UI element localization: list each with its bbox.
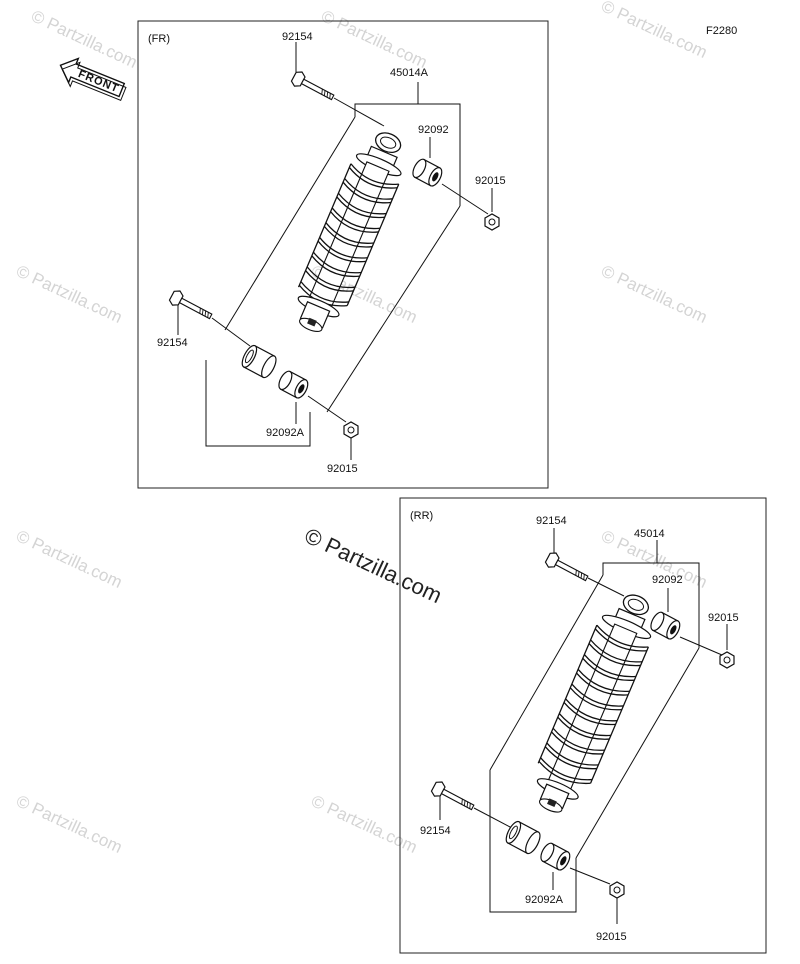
rear-assembly-label: 45014: [634, 528, 665, 540]
diagram-code: F2280: [706, 25, 737, 37]
rear-upper-bushing-label: 92092: [652, 574, 683, 586]
rear-shock-panel: (RR) 92154 45014: [399, 497, 767, 954]
rear-section-label: (RR): [410, 510, 433, 522]
watermark-9: © Partzilla.com: [13, 791, 125, 857]
rear-lower-nut-label: 92015: [596, 931, 627, 943]
front-upper-bolt-label: 92154: [282, 31, 313, 43]
front-shock-panel: (FR) 92154 45014A: [137, 20, 549, 489]
rear-upper-bushing-icon: [650, 611, 681, 640]
front-assembly-label: 45014A: [390, 67, 429, 79]
watermark-main: © Partzilla.com: [301, 523, 446, 608]
front-shock-absorber: [297, 132, 402, 333]
watermark-10: © Partzilla.com: [308, 791, 420, 857]
rear-lower-bolt-label: 92154: [420, 825, 451, 837]
front-lower-bracket: [205, 360, 311, 447]
front-section-label: (FR): [148, 33, 170, 45]
watermark-4: © Partzilla.com: [13, 261, 125, 327]
rear-lower-bracket: [489, 770, 577, 913]
front-lower-sleeve-icon: [241, 344, 277, 379]
watermark-1: © Partzilla.com: [28, 6, 140, 72]
rear-assembly-bracket: [489, 540, 700, 859]
watermarks: © Partzilla.com © Partzilla.com © Partzi…: [13, 0, 710, 857]
rear-upper-bolt-icon: [544, 552, 589, 582]
front-upper-nut-icon: [484, 213, 500, 231]
rear-lower-bushing-label: 92092A: [525, 894, 564, 906]
watermark-3: © Partzilla.com: [598, 0, 710, 62]
front-panel-border: [137, 20, 549, 489]
front-lower-nut-label: 92015: [327, 463, 358, 475]
watermark-7: © Partzilla.com: [13, 526, 125, 592]
watermark-2: © Partzilla.com: [318, 6, 430, 72]
rear-upper-bolt-label: 92154: [536, 515, 567, 527]
front-upper-nut-label: 92015: [475, 175, 506, 187]
front-lower-bolt-label: 92154: [157, 337, 188, 349]
rear-panel-border: [399, 497, 767, 954]
front-lower-bushing-label: 92092A: [266, 427, 305, 439]
rear-lower-bolt-icon: [430, 781, 475, 811]
front-lower-nut-icon: [343, 421, 359, 439]
rear-upper-nut-icon: [719, 651, 735, 669]
front-upper-bushing-label: 92092: [418, 124, 449, 136]
rear-lower-sleeve-icon: [505, 820, 541, 855]
rear-lower-bushing-icon: [540, 842, 571, 871]
front-upper-bushing-icon: [412, 158, 443, 187]
rear-shock-absorber: [536, 594, 652, 813]
rear-lower-nut-icon: [609, 881, 625, 899]
front-upper-bolt-icon: [290, 71, 335, 101]
front-lower-bushing-icon: [278, 370, 309, 399]
front-assembly-bracket: [224, 82, 461, 413]
rear-upper-nut-label: 92015: [708, 612, 739, 624]
front-lower-bolt-icon: [168, 290, 213, 320]
watermark-6: © Partzilla.com: [598, 261, 710, 327]
